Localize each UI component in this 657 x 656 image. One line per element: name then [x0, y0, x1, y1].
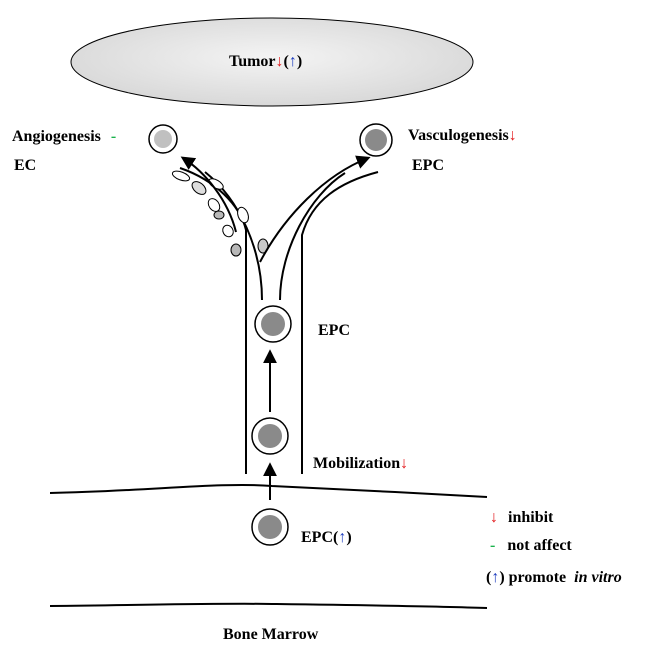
- ec-label: EC: [14, 157, 37, 174]
- endothelial-cell: [222, 224, 234, 238]
- legend-not-affect: - not affect: [490, 538, 572, 554]
- open-paren: (: [486, 569, 492, 586]
- legend-inhibit-text: inhibit: [508, 509, 554, 526]
- inhibit-arrow-icon: ↓: [490, 509, 498, 526]
- endothelial-cell: [237, 206, 249, 224]
- vessel-wall-left-inner: [204, 171, 263, 301]
- epc-marrow-label: EPC(↑): [301, 530, 352, 546]
- marrow-upper-boundary: [49, 484, 488, 498]
- legend-inhibit: ↓ inhibit: [490, 510, 553, 526]
- inhibit-arrow-icon: ↓: [400, 455, 409, 472]
- inhibit-arrow-icon: ↓: [275, 53, 284, 70]
- vessel-walls: [179, 167, 379, 474]
- tumor-text: Tumor: [229, 53, 276, 70]
- endothelial-cell: [213, 210, 225, 220]
- legend-in-vitro-text: in vitro: [574, 569, 622, 586]
- cell-ec: [148, 124, 178, 154]
- vessel-wall-right-inner: [279, 172, 346, 301]
- arrow-to-angiogenesis: [180, 156, 237, 233]
- vasculogenesis-text: Vasculogenesis: [408, 127, 509, 144]
- legend-promote-text: promote: [508, 569, 567, 586]
- endothelial-cell: [257, 238, 269, 254]
- epc-top-right-label: EPC: [412, 157, 444, 174]
- not-affect-dash-icon: -: [110, 128, 117, 145]
- inhibit-arrow-icon: ↓: [508, 127, 517, 144]
- close-paren: ): [499, 569, 505, 586]
- arrows: [180, 155, 371, 500]
- tumor-ellipse: [70, 17, 474, 107]
- not-affect-dash-icon: -: [490, 537, 496, 554]
- legend-promote: (↑) promote in vitro: [486, 570, 622, 586]
- epc-middle-label: EPC: [318, 322, 350, 339]
- endothelial-cell: [230, 243, 242, 257]
- promote-arrow-icon: ↑: [338, 529, 347, 546]
- bone-marrow-label: Bone Marrow: [223, 626, 319, 643]
- tumor-label: Tumor↓(↑): [229, 54, 302, 70]
- angiogenesis-label: Angiogenesis -: [12, 129, 116, 145]
- endothelial-cell: [171, 170, 191, 182]
- marrow-lower-boundary: [49, 602, 488, 609]
- cell-epc-vasculogenesis: [359, 123, 393, 157]
- cell-epc-mobilized: [251, 417, 289, 455]
- cell-epc-circulating: [254, 305, 292, 343]
- open-paren: (: [333, 529, 339, 546]
- endothelial-cells: [171, 170, 269, 257]
- promote-arrow-icon: ↑: [491, 569, 500, 586]
- cell-epc-marrow: [251, 508, 289, 546]
- vessel-wall-right-outer: [301, 171, 379, 474]
- open-paren: (: [283, 53, 289, 70]
- endothelial-cell: [191, 181, 207, 195]
- promote-arrow-icon: ↑: [288, 53, 297, 70]
- close-paren: ): [296, 53, 303, 70]
- mobilization-text: Mobilization: [313, 455, 401, 472]
- epc-marrow-text: EPC: [301, 529, 333, 546]
- angiogenesis-text: Angiogenesis: [12, 128, 101, 145]
- arrow-to-vasculogenesis: [259, 155, 371, 263]
- vasculogenesis-label: Vasculogenesis↓: [408, 128, 517, 144]
- mobilization-label: Mobilization↓: [313, 456, 408, 472]
- legend-not-affect-text: not affect: [507, 537, 572, 554]
- vessel-wall-left-outer: [179, 167, 247, 474]
- close-paren: ): [346, 529, 352, 546]
